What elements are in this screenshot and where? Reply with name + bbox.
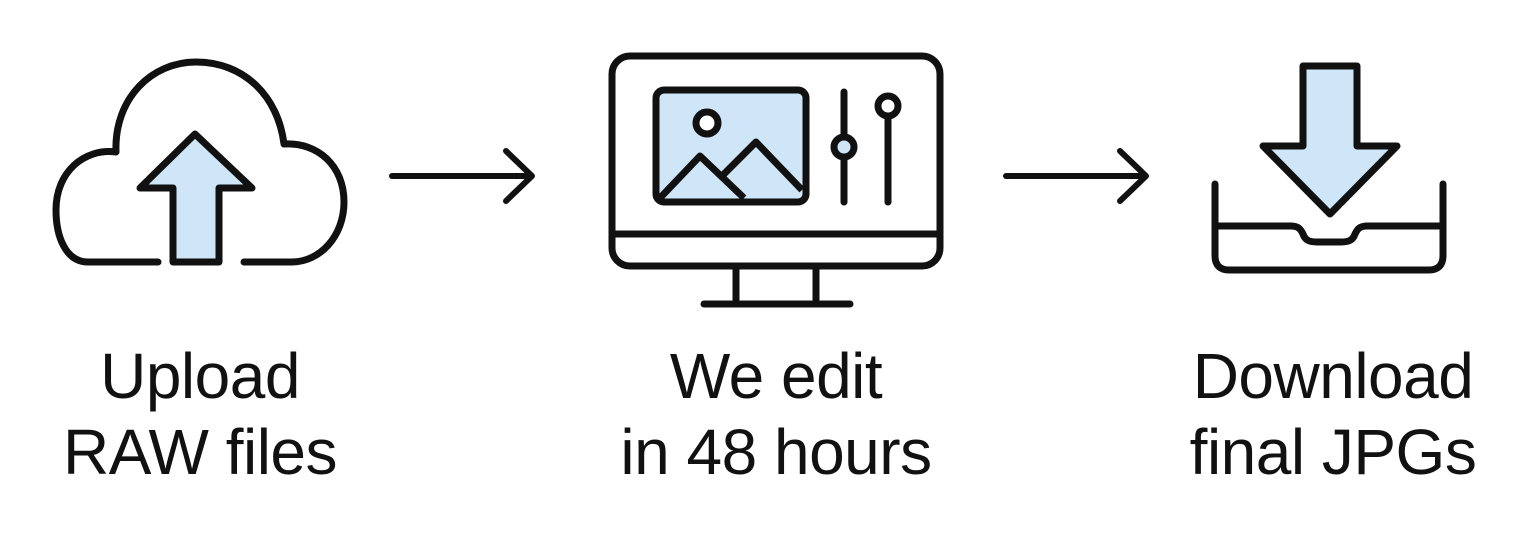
download-tray-icon [1205, 60, 1453, 278]
cloud-upload-icon [48, 52, 350, 274]
upload-arrow-icon [136, 130, 256, 266]
step-label-line: We edit [669, 340, 883, 412]
step-label-edit: We edit in 48 hours [576, 338, 976, 490]
right-arrow-icon [1002, 146, 1154, 206]
download-arrow-icon [1259, 62, 1401, 218]
step-label-line: Upload [100, 340, 300, 412]
monitor-photo-edit-icon [606, 50, 946, 314]
step-label-line: final JPGs [1189, 416, 1477, 488]
step-label-line: Download [1192, 340, 1474, 412]
sliders-icon [830, 88, 902, 206]
right-arrow-icon [388, 146, 540, 206]
step-label-download: Download final JPGs [1128, 338, 1536, 490]
step-label-upload: Upload RAW files [0, 338, 400, 490]
photo-icon [652, 86, 810, 206]
step-label-line: RAW files [62, 416, 338, 488]
step-label-line: in 48 hours [620, 416, 932, 488]
